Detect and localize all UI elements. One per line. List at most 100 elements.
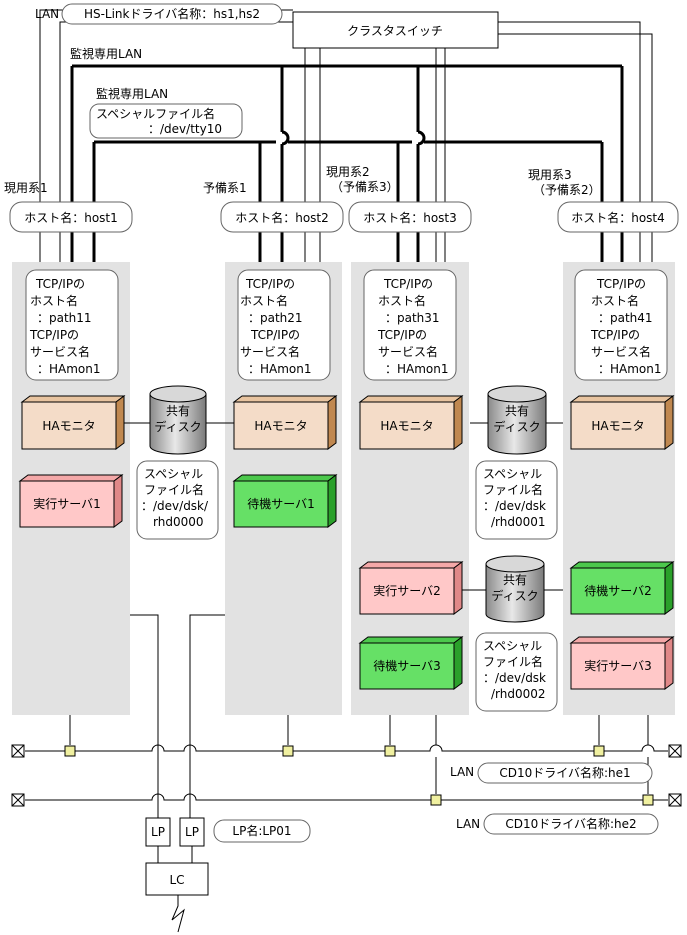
tcpip-host2-l6: ：HAmon1 <box>248 362 312 376</box>
role-label-host4-line2: （予備系2） <box>533 182 601 197</box>
tcpip-box-host4: TCP/IPの ホスト名 ：path41 TCP/IPの サービス名 ：HAmo… <box>574 269 668 381</box>
role-label-host2: 予備系1 <box>203 180 247 195</box>
tcpip-host1-l2: ホスト名 <box>30 293 78 308</box>
lan-connector <box>642 794 654 806</box>
tcpip-host4-l3: ：path41 <box>598 311 653 325</box>
monitor-lan-2-label: 監視専用LAN <box>96 86 168 101</box>
host-name-host1: ホスト名：host1 <box>24 210 118 225</box>
tcpip-host3-l2: ホスト名 <box>378 293 426 308</box>
lan-connector <box>384 745 396 757</box>
lan-connector <box>64 745 76 757</box>
tcpip-host4-l6: ：HAmon1 <box>598 362 662 376</box>
lp-label-2: LP <box>185 825 199 839</box>
disk-special-3-l2: ファイル名 <box>483 654 543 669</box>
shared-disk-3-label-l1: 共有 <box>503 573 527 587</box>
monitor-lan-1-label: 監視専用LAN <box>70 46 142 61</box>
tcpip-host1-l4: TCP/IPの <box>29 328 79 342</box>
ha-monitor-host3: HAモニタ <box>358 395 464 450</box>
exec-server-1: 実行サーバ1 <box>18 474 124 528</box>
ha-monitor-host2: HAモニタ <box>232 395 338 450</box>
tcpip-host2-l1: TCP/IPの <box>245 277 295 291</box>
hs-link-lan-prefix: LAN <box>35 7 59 21</box>
disk-special-2-l4: /rhd0001 <box>491 515 546 529</box>
disk-special-1-l1: スペシャル <box>144 467 203 481</box>
tcpip-host1-l3: ：path11 <box>37 311 92 325</box>
shared-disk-2-label-l2: ディスク <box>493 419 540 434</box>
disk-special-file-1: スペシャル ファイル名 ：/dev/dsk/ rhd0000 <box>136 460 219 540</box>
monitor-lan-1-lines <box>70 64 624 262</box>
lp-box-2 <box>179 817 205 847</box>
disk-special-1-l3: ：/dev/dsk/ <box>141 499 209 513</box>
disk-special-3-l1: スペシャル <box>483 639 542 653</box>
standby-server-3-label: 待機サーバ3 <box>373 658 441 673</box>
disk-special-2-l1: スペシャル <box>483 467 542 481</box>
lan-bus-lines <box>25 614 668 818</box>
disk-special-1-l2: ファイル名 <box>144 482 204 497</box>
shared-disk-1-label-l1: 共有 <box>166 404 190 418</box>
lan-he2-driver: CD10ドライバ名称:he2 <box>505 816 636 831</box>
shared-disk-1-label-l2: ディスク <box>154 419 201 434</box>
cluster-switch-label: クラスタスイッチ <box>347 24 443 38</box>
monitor-lan-2-lines <box>92 140 604 262</box>
tcpip-host1-l6: ：HAmon1 <box>37 362 101 376</box>
tcpip-host3-l1: TCP/IPの <box>383 277 433 291</box>
disk-special-1-l4: rhd0000 <box>153 515 203 529</box>
shared-disk-1: 共有 ディスク <box>149 385 207 455</box>
ha-monitor-label-host1: HAモニタ <box>42 419 95 433</box>
tcpip-host2-l4: TCP/IPの <box>250 328 300 342</box>
ha-monitor-host1: HAモニタ <box>20 395 126 450</box>
standby-server-2: 待機サーバ2 <box>569 561 675 615</box>
hs-link-caption: LAN HS-Linkドライバ名称：hs1,hs2 <box>35 3 283 25</box>
disk-special-3-l3: ：/dev/dsk <box>483 671 546 685</box>
exec-server-3: 実行サーバ3 <box>569 636 675 690</box>
lp-lc-group: LP LP LP名:LP01 LC <box>145 817 311 933</box>
tcpip-host2-l2: ホスト名 <box>240 293 288 308</box>
shared-disk-3: 共有 ディスク <box>485 555 545 623</box>
ha-monitor-host4: HAモニタ <box>569 395 675 450</box>
exec-server-3-label: 実行サーバ3 <box>584 658 652 673</box>
tcpip-host3-l4: TCP/IPの <box>377 328 427 342</box>
line-break-icon <box>171 895 185 933</box>
shared-disk-2: 共有 ディスク <box>487 385 547 455</box>
role-label-host3-line1: 現用系2 <box>326 165 370 179</box>
host-name-host2: ホスト名：host2 <box>235 210 329 225</box>
standby-server-3: 待機サーバ3 <box>358 636 464 690</box>
special-file-tty: スペシャルファイル名 ：/dev/tty10 <box>89 103 243 139</box>
hs-link-driver-name: HS-Linkドライバ名称：hs1,hs2 <box>84 6 260 21</box>
lan-connectors <box>64 745 654 806</box>
tcpip-host1-l1: TCP/IPの <box>35 277 85 291</box>
tcpip-host4-l1: TCP/IPの <box>596 277 646 291</box>
lan-connector <box>282 745 294 757</box>
lp-box-1 <box>145 817 171 847</box>
lan-he1-driver: CD10ドライバ名称:he1 <box>499 765 630 780</box>
lan-he2-prefix: LAN <box>456 817 480 831</box>
role-labels: 現用系1 予備系1 現用系2 （予備系3） 現用系3 （予備系2） <box>4 165 601 197</box>
cluster-switch: クラスタスイッチ <box>292 11 499 49</box>
ha-monitor-label-host4: HAモニタ <box>591 419 644 433</box>
disk-special-file-2: スペシャル ファイル名 ：/dev/dsk /rhd0001 <box>475 460 558 540</box>
lan-he2-caption: LAN CD10ドライバ名称:he2 <box>456 813 659 835</box>
lp-name-label: LP名:LP01 <box>232 823 291 838</box>
host-name-host4: ホスト名：host4 <box>571 210 665 225</box>
tcpip-host3-l3: ：path31 <box>385 311 440 325</box>
exec-server-2: 実行サーバ2 <box>358 561 464 615</box>
tcpip-box-host1: TCP/IPの ホスト名 ：path11 TCP/IPの サービス名 ：HAmo… <box>25 269 119 381</box>
disk-special-file-3: スペシャル ファイル名 ：/dev/dsk /rhd0002 <box>475 632 558 712</box>
ha-monitor-label-host2: HAモニタ <box>254 419 307 433</box>
exec-server-2-label: 実行サーバ2 <box>373 583 441 598</box>
tcpip-host3-l5: サービス名 <box>378 344 438 359</box>
exec-server-1-label: 実行サーバ1 <box>33 496 101 511</box>
special-tty-line1: スペシャルファイル名 <box>96 106 215 121</box>
special-tty-line2: ：/dev/tty10 <box>148 122 222 136</box>
role-label-host1: 現用系1 <box>4 181 48 195</box>
ha-monitor-label-host3: HAモニタ <box>380 419 433 433</box>
standby-server-1-label: 待機サーバ1 <box>247 496 315 511</box>
tcpip-box-host3: TCP/IPの ホスト名 ：path31 TCP/IPの サービス名 ：HAmo… <box>363 269 457 381</box>
disk-connection-lines <box>122 422 563 591</box>
lan-connector <box>593 745 605 757</box>
disk-special-2-l2: ファイル名 <box>483 482 543 497</box>
shared-disk-2-label-l1: 共有 <box>505 404 529 418</box>
host-name-pills: ホスト名：host1 ホスト名：host2 ホスト名：host3 ホスト名：ho… <box>9 201 679 233</box>
tcpip-box-host2: TCP/IPの ホスト名 ：path21 TCP/IPの サービス名 ：HAmo… <box>237 269 331 381</box>
lp-label-1: LP <box>151 825 165 839</box>
